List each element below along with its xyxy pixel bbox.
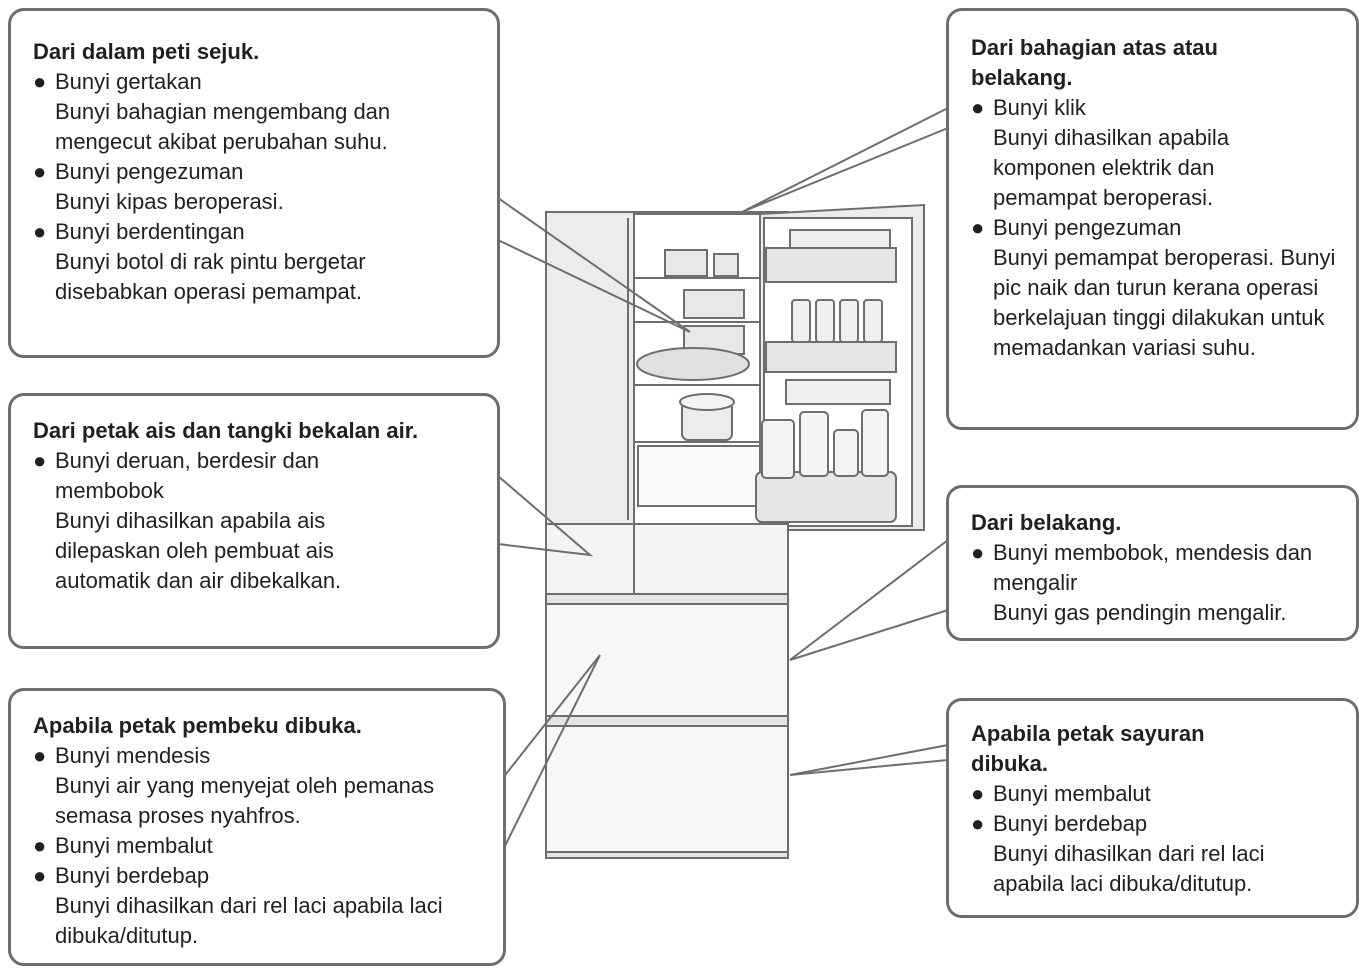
sound-name: Bunyi membobok, mendesis dan mengalir <box>993 540 1313 595</box>
bullet-icon: ● <box>33 448 47 473</box>
bullet-icon: ● <box>33 69 47 94</box>
sound-name: Bunyi mendesis <box>55 743 211 768</box>
bullet-icon: ● <box>971 95 985 120</box>
callout-bottom-left: Apabila petak pembeku dibuka. ● Bunyi men… <box>8 688 506 966</box>
sound-description: Bunyi botol di rak pintu bergetar diseba… <box>55 249 366 304</box>
sound-name: Bunyi berdebap <box>993 811 1148 836</box>
bullet-icon: ● <box>971 215 985 240</box>
sound-description: Bunyi dihasilkan dari rel laci apabila l… <box>993 841 1265 896</box>
callout-title: Dari petak ais dan tangki bekalan air. <box>33 418 419 443</box>
bullet-icon: ● <box>971 811 985 836</box>
bullet-icon: ● <box>33 833 47 858</box>
sound-description: Bunyi kipas beroperasi. <box>55 189 284 214</box>
sound-name: Bunyi berdebap <box>55 863 210 888</box>
bullet-icon: ● <box>33 159 47 184</box>
bullet-icon: ● <box>33 743 47 768</box>
callout-title: Dari belakang. <box>971 510 1122 535</box>
bullet-icon: ● <box>33 863 47 888</box>
sound-name: Bunyi pengezuman <box>55 159 244 184</box>
callout-top-right: Dari bahagian atas atau belakang. ● Bunyi… <box>946 8 1359 430</box>
bullet-icon: ● <box>971 540 985 565</box>
callout-title: Dari bahagian atas atau belakang. <box>971 35 1218 90</box>
callout-item: ● Bunyi membalut <box>33 831 487 861</box>
callout-title: Dari dalam peti sejuk. <box>33 39 260 64</box>
sound-name: Bunyi berdentingan <box>55 219 245 244</box>
bullet-icon: ● <box>33 219 47 244</box>
sound-name: Bunyi membalut <box>993 781 1151 806</box>
sound-name: Bunyi membalut <box>55 833 213 858</box>
sound-description: Bunyi dihasilkan dari rel laci apabila l… <box>55 893 443 948</box>
sound-description: Bunyi dihasilkan apabila ais dilepaskan … <box>55 508 342 593</box>
callout-mid-right: Dari belakang. ● Bunyi membobok, mendesis… <box>946 485 1359 641</box>
sound-name: Bunyi pengezuman <box>993 215 1182 240</box>
sound-description: Bunyi gas pendingin mengalir. <box>993 600 1287 625</box>
sound-description: Bunyi dihasilkan apabila komponen elektr… <box>993 125 1230 210</box>
callout-title: Apabila petak pembeku dibuka. <box>33 713 362 738</box>
sound-description: Bunyi bahagian mengembang dan mengecut a… <box>55 99 391 154</box>
sound-description: Bunyi pemampat beroperasi. Bunyi pic nai… <box>993 245 1336 360</box>
callout-item: ● Bunyi membalut <box>971 779 1348 809</box>
sound-name: Bunyi deruan, berdesir dan membobok <box>55 448 320 503</box>
bullet-icon: ● <box>971 781 985 806</box>
callout-bottom-right: Apabila petak sayuran dibuka. ● Bunyi mem… <box>946 698 1359 918</box>
callout-mid-left: Dari petak ais dan tangki bekalan air. ●… <box>8 393 500 649</box>
sound-name: Bunyi gertakan <box>55 69 202 94</box>
sound-name: Bunyi klik <box>993 95 1086 120</box>
sound-description: Bunyi air yang menyejat oleh pemanas sem… <box>55 773 435 828</box>
callout-title: Apabila petak sayuran dibuka. <box>971 721 1205 776</box>
